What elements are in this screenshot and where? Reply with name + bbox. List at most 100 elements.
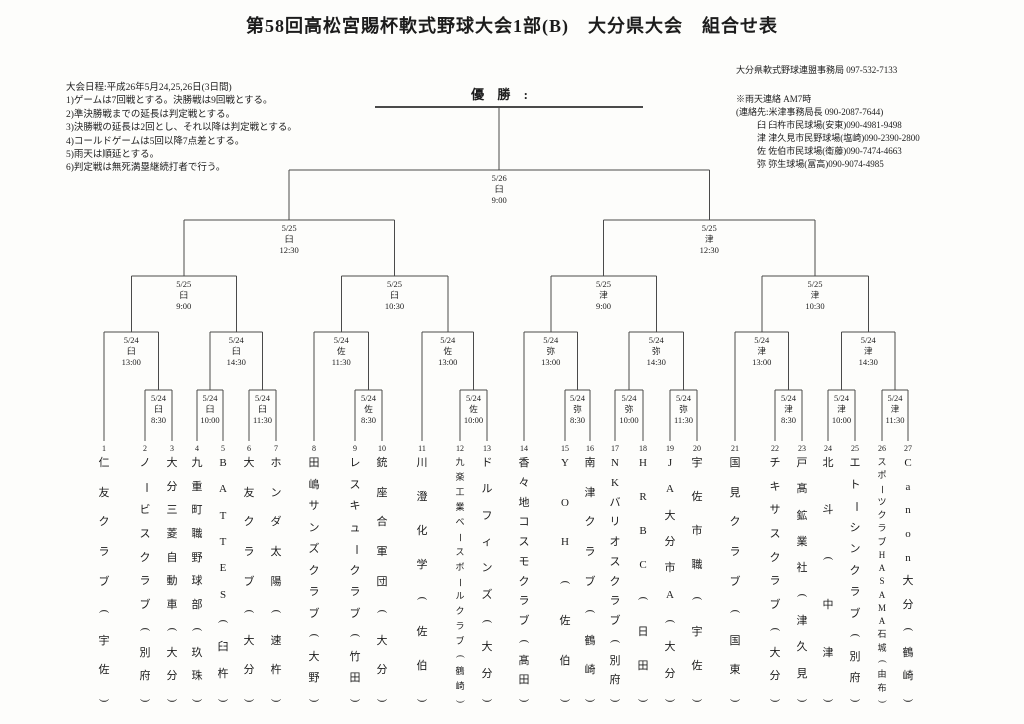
team-column-23: 23 戸髙鉱業社(津久見)	[788, 444, 816, 706]
game-time: 11:30	[252, 414, 273, 425]
team-name: 銃座合軍団(大分)	[376, 457, 389, 703]
game-venue: 佐	[443, 345, 452, 356]
game-venue: 津	[757, 345, 766, 356]
team-number: 20	[693, 444, 701, 453]
game-date: 5/24	[833, 393, 850, 403]
team-name: 国見クラブ(国東)	[729, 457, 742, 703]
game-time: 10:00	[831, 414, 852, 425]
game-date: 5/25	[176, 279, 192, 289]
team-name: チキサスクラブ(大分)	[769, 457, 782, 703]
team-number: 6	[247, 444, 251, 453]
team-name: 大分三菱自動車(大分)	[166, 457, 179, 703]
game-venue: 津	[704, 233, 714, 244]
venue-legend: 臼 臼杵市民球場(安東)090-4981-9498 津 津久見市民野球場(塩崎)0…	[757, 119, 920, 171]
game-time: 13:00	[438, 356, 458, 367]
game-venue: 津	[599, 289, 608, 300]
game-venue: 臼	[284, 233, 294, 244]
game-date: 5/24	[202, 393, 218, 403]
game-date: 5/25	[701, 223, 717, 233]
team-number: 11	[418, 444, 426, 453]
team-number: 13	[483, 444, 491, 453]
schedule-line: 大会日程:平成26年5月24,25,26日(3日間)	[66, 83, 232, 93]
rules-block: 大会日程:平成26年5月24,25,26日(3日間) 1)ゲームは7回戦とする。…	[66, 82, 297, 176]
team-column-13: 13 ドルフィンズ(大分)	[473, 444, 501, 706]
team-number: 24	[824, 444, 832, 453]
game-venue: 佐	[364, 403, 373, 414]
game-date: 5/26	[491, 173, 507, 183]
team-number: 26	[878, 444, 886, 453]
team-number: 12	[456, 444, 464, 453]
rain-notice-line: ※雨天連絡 AM7時	[736, 94, 812, 104]
team-name: 仁友クラブ(宇佐)	[98, 457, 111, 703]
game-venue: 佐	[469, 403, 478, 414]
team-name: ドルフィンズ(大分)	[481, 457, 494, 703]
game-venue: 佐	[336, 345, 346, 356]
venue-line-2: 津 津久見市民野球場(塩崎)090-2390-2800	[757, 133, 920, 143]
venue-line-4: 弥 弥生球場(冨高)090-9074-4985	[757, 159, 884, 169]
game-time: 12:30	[279, 244, 299, 255]
game-date: 5/25	[386, 279, 403, 289]
game-time: 10:00	[200, 414, 220, 425]
team-number: 5	[221, 444, 225, 453]
venue-line-1: 臼 臼杵市民球場(安東)090-4981-9498	[757, 120, 902, 130]
game-time: 8:30	[780, 414, 797, 425]
game-time: 11:30	[673, 414, 694, 425]
game-date: 5/25	[281, 223, 297, 233]
team-number: 23	[798, 444, 806, 453]
game-time: 8:30	[569, 414, 586, 425]
team-number: 15	[561, 444, 569, 453]
game-time: 13:00	[121, 356, 141, 367]
rule-item-5: 5)雨天は順延とする。	[66, 150, 160, 161]
game-date: 5/24	[621, 393, 637, 403]
game-date: 5/24	[228, 335, 244, 345]
game-venue: 弥	[679, 403, 688, 414]
contact-person-line: (連絡先:米津事務局長 090-2087-7644)	[736, 107, 884, 117]
game-time: 9:00	[491, 194, 507, 205]
team-column-21: 21 国見クラブ(国東)	[721, 444, 749, 706]
game-time: 10:30	[384, 300, 405, 311]
contact-block: 大分県軟式野球連盟事務局 097-532-7133 ※雨天連絡 AM7時 (連絡…	[736, 64, 920, 171]
game-venue: 津	[837, 403, 846, 414]
team-number: 21	[731, 444, 739, 453]
game-venue: 臼	[231, 345, 241, 356]
game-date: 5/24	[440, 335, 456, 345]
game-date: 5/24	[465, 393, 482, 403]
team-number: 8	[312, 444, 316, 453]
team-number: 25	[851, 444, 859, 453]
team-name: 戸髙鉱業社(津久見)	[796, 457, 809, 703]
game-time: 13:00	[752, 356, 772, 367]
team-name: ノービスクラブ(別府)	[139, 457, 152, 703]
game-venue: 臼	[179, 289, 188, 300]
team-number: 9	[353, 444, 357, 453]
game-date: 5/24	[150, 393, 167, 403]
game-time: 14:30	[226, 356, 246, 367]
team-name: 大友クラブ(大分)	[243, 457, 256, 703]
